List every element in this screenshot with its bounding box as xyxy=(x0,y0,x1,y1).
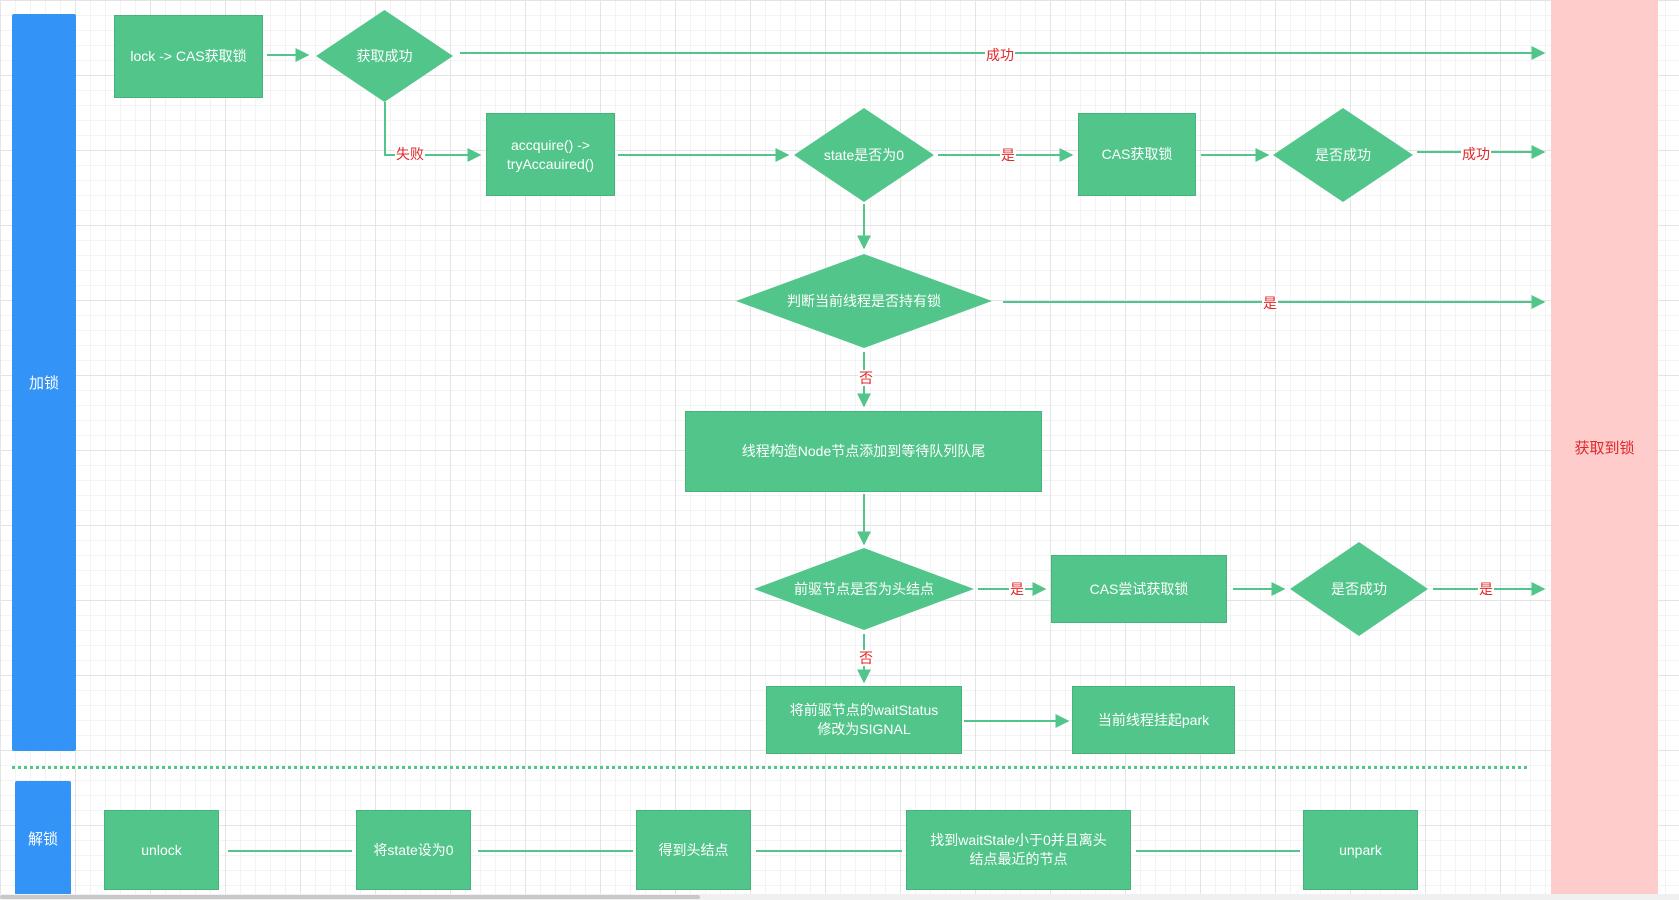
node-acquire[interactable]: accquire() -> tryAccauired() xyxy=(486,113,615,196)
node-cas-get[interactable]: CAS获取锁 xyxy=(1078,113,1196,196)
edge-fail xyxy=(384,102,482,162)
node-set-state[interactable]: 将state设为0 xyxy=(356,810,471,890)
node-get-head-label: 得到头结点 xyxy=(658,841,729,858)
decision-acquire-ok-label: 获取成功 xyxy=(356,48,413,64)
result-band: 获取到锁 xyxy=(1551,0,1658,895)
node-unlock-label: unlock xyxy=(141,841,182,858)
node-lock-cas[interactable]: lock -> CAS获取锁 xyxy=(114,15,263,98)
node-set-signal-label: 将前驱节点的waitStatus 修改为SIGNAL xyxy=(789,702,939,737)
decision-cas-ok[interactable]: 是否成功 xyxy=(1273,108,1413,202)
node-cas-get-label: CAS获取锁 xyxy=(1101,146,1173,163)
node-cas-try-label: CAS尝试获取锁 xyxy=(1089,580,1189,597)
node-set-state-label: 将state设为0 xyxy=(373,841,454,858)
decision-pred-head-label: 前驱节点是否为头结点 xyxy=(794,581,934,597)
node-acquire-label: accquire() -> tryAccauired() xyxy=(506,136,595,172)
node-set-signal[interactable]: 将前驱节点的waitStatus 修改为SIGNAL xyxy=(766,686,962,754)
label-no-pred: 否 xyxy=(858,650,874,666)
decision-state-zero[interactable]: state是否为0 xyxy=(794,108,934,202)
label-no-holds: 否 xyxy=(858,370,874,386)
label-success-cas: 成功 xyxy=(1461,146,1491,162)
lane-lock-label: 加锁 xyxy=(28,375,59,392)
node-get-head[interactable]: 得到头结点 xyxy=(636,810,751,890)
node-park[interactable]: 当前线程挂起park xyxy=(1072,686,1235,754)
node-unpark[interactable]: unpark xyxy=(1303,810,1418,890)
node-lock-cas-label: lock -> CAS获取锁 xyxy=(130,48,247,65)
node-find-node-label: 找到waitStale小于0并且离头 结点最近的节点 xyxy=(930,832,1107,867)
node-unlock[interactable]: unlock xyxy=(104,810,219,890)
decision-pred-head[interactable]: 前驱节点是否为头结点 xyxy=(754,548,974,630)
scrollbar-thumb[interactable] xyxy=(0,895,700,899)
decision-cas-ok-label: 是否成功 xyxy=(1315,147,1371,163)
lane-unlock: 解锁 xyxy=(15,781,71,895)
node-cas-try[interactable]: CAS尝试获取锁 xyxy=(1051,555,1227,623)
label-yes-try: 是 xyxy=(1478,581,1494,597)
decision-state-zero-label: state是否为0 xyxy=(823,147,905,163)
label-fail: 失败 xyxy=(395,146,425,162)
node-enqueue[interactable]: 线程构造Node节点添加到等待队列队尾 xyxy=(685,411,1042,492)
decision-try-ok[interactable]: 是否成功 xyxy=(1290,542,1428,636)
label-yes-holds: 是 xyxy=(1262,295,1278,311)
lane-divider xyxy=(12,766,1527,769)
node-find-node[interactable]: 找到waitStale小于0并且离头 结点最近的节点 xyxy=(906,810,1131,890)
node-unpark-label: unpark xyxy=(1339,841,1382,858)
decision-holds-lock[interactable]: 判断当前线程是否持有锁 xyxy=(736,254,992,348)
result-label: 获取到锁 xyxy=(1574,440,1635,457)
label-yes-pred: 是 xyxy=(1009,581,1025,597)
label-success-top: 成功 xyxy=(985,47,1015,63)
label-yes-state: 是 xyxy=(1000,147,1016,163)
decision-acquire-ok[interactable]: 获取成功 xyxy=(316,10,453,102)
node-enqueue-label: 线程构造Node节点添加到等待队列队尾 xyxy=(741,443,986,460)
lane-lock: 加锁 xyxy=(12,14,76,751)
lane-unlock-label: 解锁 xyxy=(27,830,58,848)
horizontal-scrollbar[interactable] xyxy=(0,894,1679,900)
decision-holds-lock-label: 判断当前线程是否持有锁 xyxy=(787,293,941,309)
node-park-label: 当前线程挂起park xyxy=(1097,711,1210,728)
decision-try-ok-label: 是否成功 xyxy=(1331,581,1387,597)
